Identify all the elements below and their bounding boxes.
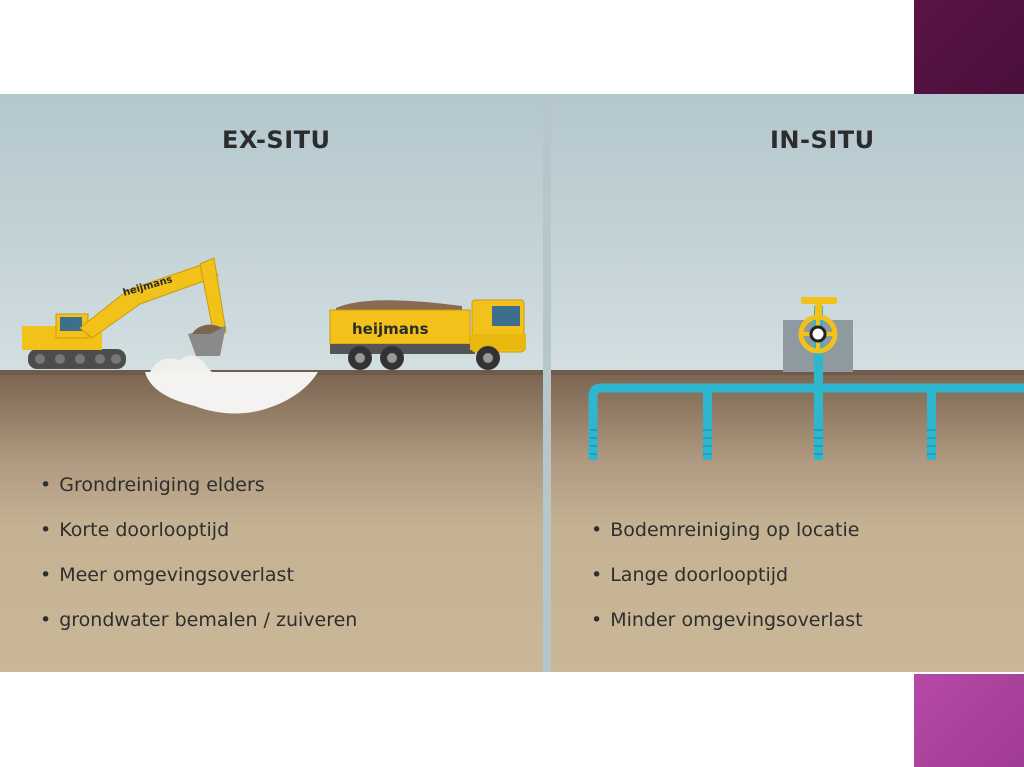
accent-block-top bbox=[914, 0, 1024, 94]
truck-load bbox=[336, 300, 462, 312]
in-situ-bullet-list: •Bodemreiniging op locatie •Lange doorlo… bbox=[591, 517, 863, 652]
in-situ-bullet: •Lange doorlooptijd bbox=[591, 564, 789, 586]
ex-situ-title: EX-SITU bbox=[222, 126, 331, 154]
in-situ-bullet: •Minder omgevingsoverlast bbox=[591, 609, 863, 631]
ex-situ-bullet: •Meer omgevingsoverlast bbox=[40, 564, 294, 586]
in-situ-illustration bbox=[551, 297, 1024, 460]
ex-situ-bullet: •Grondreiniging elders bbox=[40, 474, 265, 496]
ex-situ-panel: heijmans heijmans EX-SITU •Grondreinigin… bbox=[0, 94, 543, 672]
pipe-main-horizontal bbox=[588, 383, 1024, 460]
in-situ-bullet: •Bodemreiniging op locatie bbox=[591, 519, 860, 541]
excavator: heijmans bbox=[22, 257, 227, 369]
pipe-riser bbox=[814, 306, 823, 402]
pipe-well bbox=[814, 392, 823, 460]
ex-situ-illustration: heijmans heijmans bbox=[0, 257, 543, 414]
truck-cab-window bbox=[492, 306, 520, 326]
ex-situ-bullet: •Korte doorlooptijd bbox=[40, 519, 230, 541]
spoil-heap bbox=[150, 355, 212, 372]
dump-truck: heijmans bbox=[329, 299, 526, 370]
pipe-well bbox=[927, 392, 936, 460]
ground-line bbox=[551, 370, 1024, 375]
excavator-cab-window bbox=[60, 317, 82, 331]
excavator-boom bbox=[79, 261, 219, 339]
ex-situ-bullet: •grondwater bemalen / zuiveren bbox=[40, 609, 358, 631]
truck-brand-label: heijmans bbox=[352, 320, 429, 338]
soil-background bbox=[0, 372, 543, 672]
valve-handle bbox=[801, 297, 837, 304]
soil-background bbox=[551, 372, 1024, 672]
pipe-well bbox=[703, 392, 712, 460]
excavator-stick bbox=[199, 257, 227, 337]
accent-block-bottom bbox=[914, 674, 1024, 767]
ex-situ-bullet-list: •Grondreiniging elders •Korte doorloopti… bbox=[40, 472, 357, 652]
excavation-pit bbox=[145, 372, 318, 414]
panel-divider bbox=[543, 94, 551, 672]
in-situ-panel: IN-SITU •Bodemreiniging op locatie •Lang… bbox=[551, 94, 1024, 672]
in-situ-title: IN-SITU bbox=[770, 126, 875, 154]
